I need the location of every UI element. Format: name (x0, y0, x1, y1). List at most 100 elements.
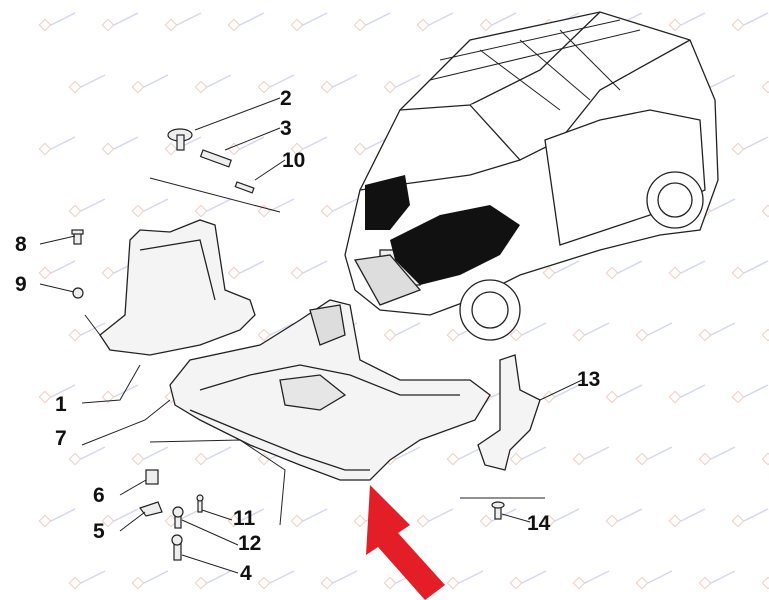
callout-7: 7 (55, 427, 67, 450)
watermark-logo (68, 576, 82, 590)
watermark-logo (257, 80, 271, 94)
watermark-logo (101, 18, 115, 32)
watermark-logo-text-mark (710, 446, 736, 460)
watermark-logo-text-mark (584, 570, 610, 584)
watermark-logo (257, 576, 271, 590)
watermark-logo (698, 452, 712, 466)
watermark-logo-text-mark (176, 12, 202, 26)
watermark-logo (509, 452, 523, 466)
watermark-logo-text-mark (743, 260, 769, 274)
watermark-logo-text-mark (113, 136, 139, 150)
watermark-logo-text-mark (206, 74, 232, 88)
watermark-logo (290, 18, 304, 32)
watermark-logo-text-mark (80, 74, 106, 88)
watermark-logo-text-mark (302, 136, 328, 150)
watermark-logo-text-mark (80, 198, 106, 212)
watermark-logo (761, 80, 769, 94)
watermark-logo-text-mark (428, 12, 454, 26)
watermark-logo (446, 576, 460, 590)
watermark-logo-text-mark (395, 74, 421, 88)
watermark-logo (761, 452, 769, 466)
watermark-logo-text-mark (332, 570, 358, 584)
watermark-logo (572, 452, 586, 466)
watermark-logo (131, 204, 145, 218)
watermark-logo-text-mark (332, 198, 358, 212)
dark-patch-left (365, 175, 410, 230)
red-arrow-indicator (366, 485, 445, 600)
dark-patch-right (390, 205, 520, 285)
watermark-logo-text-mark (269, 322, 295, 336)
watermark-logo (131, 576, 145, 590)
watermark-logo-text-mark (269, 74, 295, 88)
watermark-logo (635, 576, 649, 590)
watermark-logo (668, 390, 682, 404)
watermark-logo (131, 80, 145, 94)
watermark-logo-text-mark (113, 384, 139, 398)
watermark-logo-text-mark (680, 384, 706, 398)
callout-8: 8 (15, 233, 27, 256)
watermark-logo (668, 266, 682, 280)
watermark-logo-text-mark (680, 508, 706, 522)
watermark-logo (731, 142, 745, 156)
watermark-logo-text-mark (617, 384, 643, 398)
watermark-logo (194, 576, 208, 590)
watermark-logo-text-mark (80, 322, 106, 336)
watermark-logo-text-mark (80, 570, 106, 584)
watermark-logo-text-mark (584, 446, 610, 460)
undertray-part-7 (169, 299, 491, 481)
fasteners (71, 128, 505, 561)
watermark-logo (320, 576, 334, 590)
watermark-logo-text-mark (50, 260, 76, 274)
watermark-logo (416, 18, 430, 32)
screw-part-10 (234, 181, 255, 194)
watermark-logo (668, 514, 682, 528)
watermark-logo (731, 514, 745, 528)
watermark-logo (194, 452, 208, 466)
watermark-logo (227, 18, 241, 32)
watermark-logo-text-mark (269, 198, 295, 212)
watermark-logo-text-mark (365, 12, 391, 26)
watermark-logo-text-mark (395, 446, 421, 460)
watermark-logo (68, 204, 82, 218)
watermark-logo (38, 18, 52, 32)
callout-9: 9 (15, 273, 27, 296)
watermark-logo-text-mark (584, 322, 610, 336)
callout-4: 4 (240, 562, 252, 585)
watermark-logo (353, 142, 367, 156)
leader-lines (39, 97, 583, 574)
watermark-logo (605, 514, 619, 528)
side-shield-part-1 (99, 219, 256, 356)
watermark-logo (257, 328, 271, 342)
watermark-logo-text-mark (554, 260, 580, 274)
watermark-logo (101, 390, 115, 404)
watermark-logo-text-mark (50, 384, 76, 398)
watermark-logo-text-mark (269, 570, 295, 584)
watermark-logo (257, 452, 271, 466)
watermark-logo-text-mark (143, 74, 169, 88)
watermark-logo (698, 328, 712, 342)
watermark-logo (101, 266, 115, 280)
watermark-logo (227, 266, 241, 280)
callout-10: 10 (282, 149, 305, 172)
watermark-logo (68, 328, 82, 342)
watermark-logo (164, 142, 178, 156)
watermark-logo (38, 514, 52, 528)
callout-2: 2 (280, 87, 292, 110)
watermark-logo-text-mark (302, 260, 328, 274)
watermark-logo (101, 142, 115, 156)
watermark-logo-text-mark (239, 136, 265, 150)
watermark-logo-text-mark (554, 384, 580, 398)
watermark-logo (446, 452, 460, 466)
watermark-logo-text-mark (239, 260, 265, 274)
watermark-logo-text-mark (680, 12, 706, 26)
watermark-logo (164, 18, 178, 32)
watermark-logo (542, 514, 556, 528)
watermark-logo (383, 80, 397, 94)
watermark-logo-text-mark (395, 322, 421, 336)
screw-part-11 (196, 494, 204, 513)
bolt-part-14 (491, 501, 505, 520)
watermark-logo (761, 204, 769, 218)
watermark-logo-text-mark (428, 508, 454, 522)
watermark-logo (290, 142, 304, 156)
watermark-logo (320, 80, 334, 94)
